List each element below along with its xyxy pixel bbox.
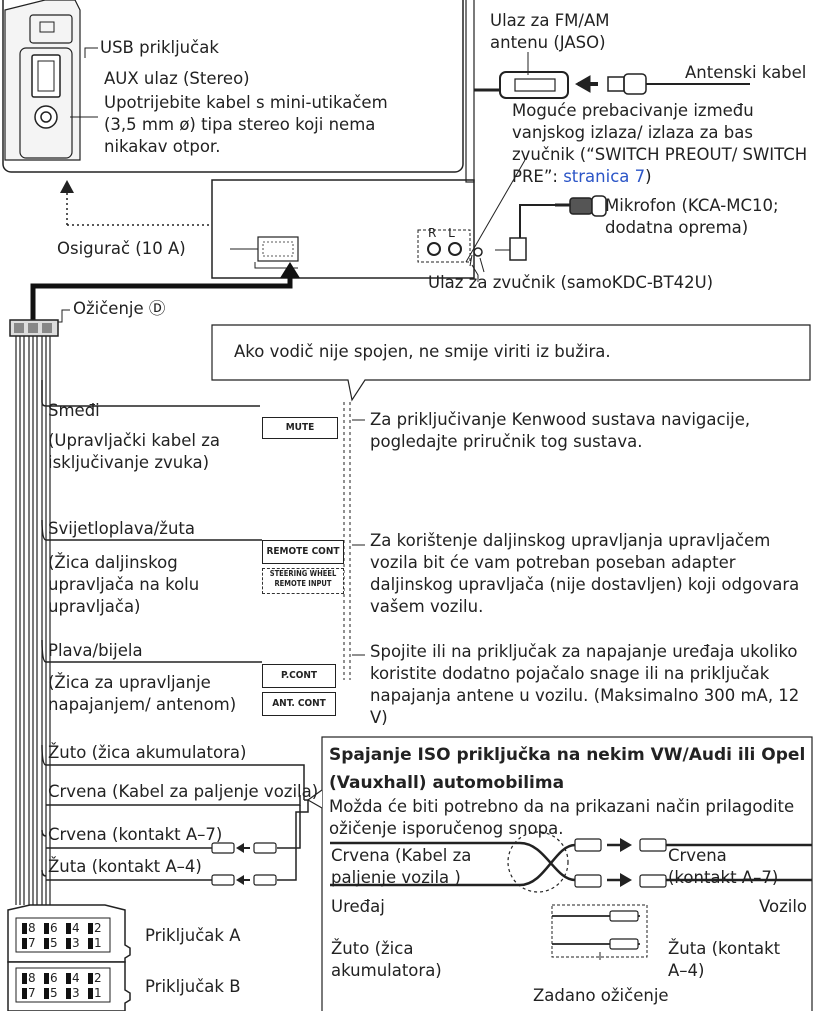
yellow-a4-label: Žuta (kontakt A–4)	[48, 857, 202, 876]
mute-box: MUTE	[262, 417, 338, 439]
lightblue-wire-desc: (Žica daljinskog upravljača na kolu upra…	[48, 553, 200, 616]
iso-yellow-right: Žuta (kontakt A–4)	[668, 939, 781, 980]
switch-close-paren: )	[645, 167, 652, 186]
fuse-label: Osigurač (10 A)	[57, 239, 186, 258]
pin-b7: 7	[28, 986, 36, 1000]
red-a7-label: Crvena (kontakt A–7)	[48, 825, 223, 844]
pin-b3: 3	[72, 986, 80, 1000]
aux-cable-note: Upotrijebite kabel s mini-utikačem (3,5 …	[104, 93, 388, 156]
brown-wire-label: Smeđi	[48, 401, 100, 420]
blue-wire-label: Plava/bijela	[48, 641, 143, 660]
pin-6: 6	[50, 921, 58, 935]
mute-note: Za priključivanje Kenwood sustava naviga…	[370, 410, 751, 451]
callout-balloon	[211, 324, 811, 402]
iso-yellow-left: Žuto (žica akumulatora)	[331, 939, 442, 980]
ant-cont-box: ANT. CONT	[262, 692, 336, 716]
pin-4: 4	[72, 921, 80, 935]
harness-connector	[9, 309, 70, 337]
iso-title: Spajanje ISO priključka na nekim VW/Audi…	[329, 745, 806, 793]
fm-am-input-label: Ulaz za FM/AM antenu (JASO)	[490, 11, 610, 52]
speaker-input-label: Ulaz za zvučnik (samoKDC-BT42U)	[428, 273, 714, 292]
steering-remote-box: STEERING WHEEL REMOTE INPUT	[262, 568, 344, 594]
connector-a-label: Priključak A	[145, 926, 241, 945]
yellow-wire-label: Žuto (žica akumulatora)	[48, 743, 247, 762]
switch-preout-text: Moguće prebacivanje između vanjskog izla…	[512, 101, 808, 186]
inline-plugs	[211, 842, 277, 886]
iso-red-left: Crvena (Kabel za paljenje vozila )	[331, 846, 472, 887]
iso-red-right: Crvena (kontakt A–7)	[668, 846, 779, 887]
page-link[interactable]: stranica 7	[563, 167, 646, 186]
aux-input-label: AUX ulaz (Stereo)	[104, 69, 250, 88]
switch-preout-note: Moguće prebacivanje između vanjskog izla…	[512, 100, 817, 188]
pin-b1: 1	[94, 986, 102, 1000]
iso-desc: Možda će biti potrebno da na prikazani n…	[329, 797, 795, 838]
microphone-label: Mikrofon (KCA-MC10; dodatna oprema)	[605, 196, 779, 237]
iso-box	[321, 736, 813, 1011]
connector-b-label: Priključak B	[145, 977, 241, 996]
pin-1: 1	[94, 936, 102, 950]
callout-text: Ako vodič nije spojen, ne smije viriti i…	[234, 342, 611, 361]
pin-b2: 2	[94, 971, 102, 985]
rl-labels: R L	[428, 226, 459, 240]
harness-label: Ožičenje Ⓓ	[73, 299, 166, 318]
iso-device: Uređaj	[331, 897, 385, 916]
pin-7: 7	[28, 936, 36, 950]
pin-2: 2	[94, 921, 102, 935]
remote-cont-box: REMOTE CONT	[262, 540, 344, 564]
red-wire-label: Crvena (Kabel za paljenje vozila)	[48, 782, 319, 801]
usb-port-label: USB priključak	[100, 38, 219, 57]
pin-3: 3	[72, 936, 80, 950]
pin-b8: 8	[28, 971, 36, 985]
antenna-jack	[474, 71, 750, 99]
pin-5: 5	[50, 936, 58, 950]
microphone-cable	[495, 195, 607, 261]
pin-b5: 5	[50, 986, 58, 1000]
brown-wire-desc: (Upravljački kabel za isključivanje zvuk…	[48, 431, 220, 472]
lightblue-wire-label: Svijetloplava/žuta	[48, 519, 196, 538]
blue-wire-desc: (Žica za upravljanje napajanjem/ antenom…	[48, 673, 237, 714]
pin-b6: 6	[50, 971, 58, 985]
unit-panel	[2, 0, 464, 173]
iso-vehicle: Vozilo	[759, 897, 808, 916]
p-cont-box: P.CONT	[262, 664, 336, 688]
pin-8: 8	[28, 921, 36, 935]
remote-note: Za korištenje daljinskog upravljanja upr…	[370, 531, 800, 616]
p-cont-note: Spojite ili na priključak za napajanje u…	[370, 642, 800, 727]
antenna-cable-label: Antenski kabel	[685, 63, 807, 82]
pin-b4: 4	[72, 971, 80, 985]
iso-default-label: Zadano ožičenje	[533, 986, 669, 1005]
